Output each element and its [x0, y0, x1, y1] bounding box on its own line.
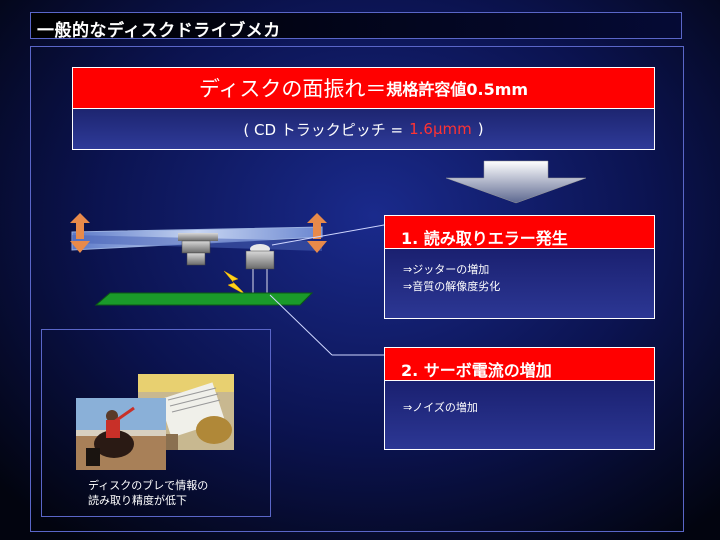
spindle-hub — [178, 233, 218, 241]
servo-current-heading: 2. サーボ電流の増加 — [385, 348, 654, 381]
track-pitch-prefix: ( CD トラックピッチ = — [243, 120, 404, 139]
read-error-line: ⇒音質の解像度劣化 — [403, 280, 501, 293]
illustration-photos — [76, 374, 234, 470]
track-pitch-value: 1.6μmm — [409, 120, 472, 138]
read-error-heading: 1. 読み取りエラー発生 — [385, 216, 654, 249]
read-error-body: ⇒ジッターの増加 ⇒音質の解像度劣化 — [385, 249, 654, 318]
header-equals: ＝ — [365, 77, 387, 101]
spindle-motor — [181, 240, 211, 254]
title-bar: 一般的なディスクドライブメカ — [30, 12, 682, 41]
content-frame — [30, 46, 684, 532]
left-vibration-arrow-icon — [70, 213, 90, 253]
header-main-text: ディスクの面振れ — [198, 77, 366, 101]
caption-line: 読み取り精度が低下 — [88, 494, 187, 507]
read-error-line: ⇒ジッターの増加 — [403, 263, 490, 276]
circuit-board — [94, 292, 314, 306]
header-spec-text: 規格許容値0.5mm — [386, 80, 529, 99]
header-main-box: ディスクの面振れ ＝ 規格許容値0.5mm — [72, 67, 655, 109]
slide-title: 一般的なディスクドライブメカ — [37, 21, 281, 41]
caption-line: ディスクのブレで情報の — [88, 479, 209, 492]
disk-drive-illustration — [70, 213, 390, 356]
servo-current-body: ⇒ノイズの増加 — [385, 381, 654, 449]
header-sub-box: ( CD トラックピッチ = 1.6μmm ) — [72, 109, 655, 150]
servo-current-line: ⇒ノイズの増加 — [403, 401, 478, 414]
photo-frame — [41, 329, 271, 517]
spindle-base — [186, 252, 206, 266]
rider-photo — [76, 398, 166, 470]
servo-current-box: 2. サーボ電流の増加 ⇒ノイズの増加 — [384, 347, 655, 450]
newspaper-photo — [138, 374, 234, 450]
down-arrow-icon — [445, 160, 587, 204]
lightning-icon — [223, 270, 247, 296]
caption: ディスクのブレで情報の 読み取り精度が低下 — [88, 478, 208, 508]
track-pitch-suffix: ) — [477, 120, 484, 138]
read-error-box: 1. 読み取りエラー発生 ⇒ジッターの増加 ⇒音質の解像度劣化 — [384, 215, 655, 319]
right-vibration-arrow-icon — [307, 213, 327, 253]
optical-pickup — [245, 250, 275, 270]
